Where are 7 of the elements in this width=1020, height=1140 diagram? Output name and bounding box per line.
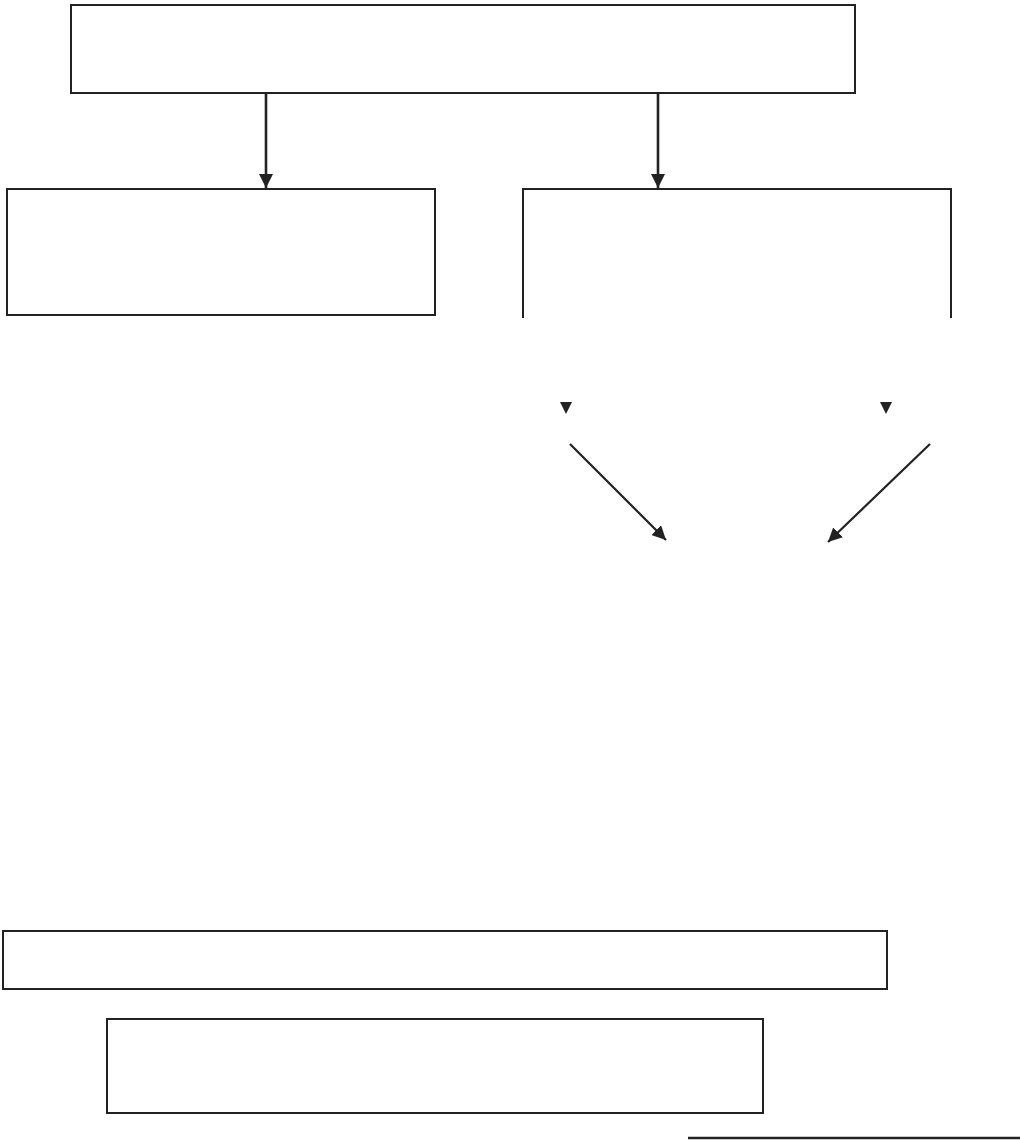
open-box <box>522 188 952 318</box>
arrow <box>259 94 273 188</box>
process-box <box>6 188 436 316</box>
process-box <box>70 4 856 94</box>
arrow <box>651 94 665 188</box>
process-box <box>106 1018 764 1114</box>
process-box <box>2 930 888 990</box>
